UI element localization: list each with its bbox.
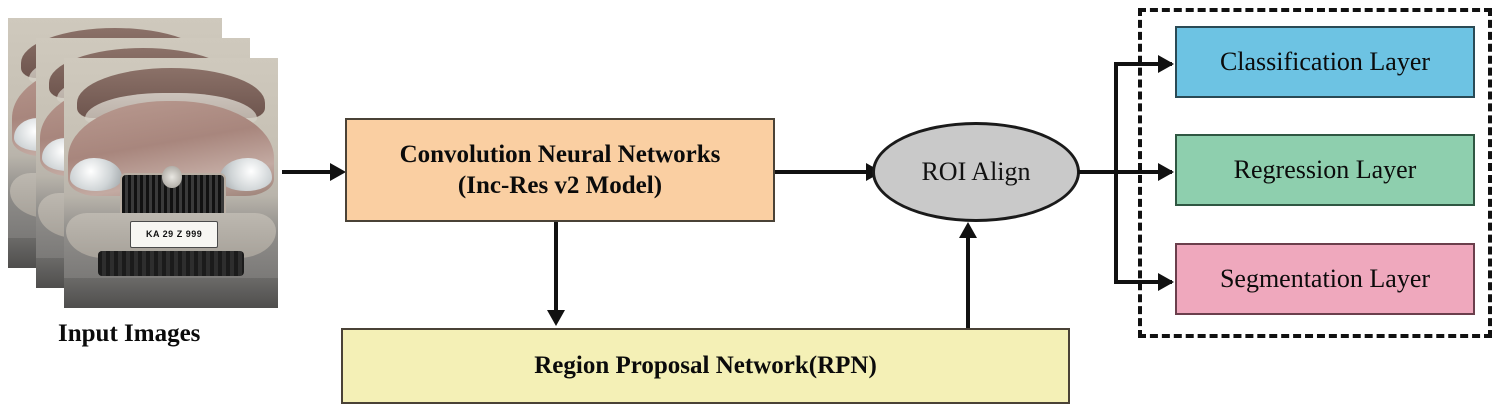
- arrow-rpn-to-roi-head: [959, 222, 977, 238]
- regression-layer-node[interactable]: Regression Layer: [1175, 134, 1475, 206]
- car-license-plate: KA 29 Z 999: [130, 220, 218, 248]
- cnn-node[interactable]: Convolution Neural Networks (Inc-Res v2 …: [345, 118, 775, 222]
- segmentation-layer-node[interactable]: Segmentation Layer: [1175, 243, 1475, 315]
- branch-to-regression-head: [1158, 163, 1174, 181]
- cnn-label-line1: Convolution Neural Networks: [399, 140, 721, 168]
- branch-to-segmentation-head: [1158, 273, 1174, 291]
- input-images-caption: Input Images: [58, 320, 201, 347]
- car-headlight-right: [220, 158, 272, 191]
- cnn-label-line2: (Inc-Res v2 Model): [457, 172, 663, 199]
- segmentation-layer-label: Segmentation Layer: [1219, 263, 1431, 293]
- rpn-label: Region Proposal Network(RPN): [534, 352, 877, 380]
- branch-to-classification-line: [1114, 62, 1172, 66]
- car-photo-scene: KA 29 Z 999: [64, 58, 278, 308]
- arrow-cnn-to-rpn-head: [547, 310, 565, 326]
- car-badge: [162, 165, 182, 188]
- roi-output-trunk: [1078, 170, 1118, 174]
- license-plate-text: KA 29 Z 999: [146, 229, 203, 239]
- input-image-stack: KA 29 Z 999 KA 29 Z 999: [8, 18, 278, 308]
- arrow-input-to-cnn-head: [330, 163, 346, 181]
- branch-to-segmentation-line: [1114, 280, 1172, 284]
- regression-layer-label: Regression Layer: [1233, 154, 1417, 184]
- roi-align-label: ROI Align: [921, 157, 1031, 186]
- input-photo-1: KA 29 Z 999: [64, 58, 278, 308]
- classification-layer-node[interactable]: Classification Layer: [1175, 26, 1475, 98]
- arrow-cnn-to-roi-line: [775, 170, 875, 174]
- cnn-label: Convolution Neural Networks (Inc-Res v2 …: [400, 139, 721, 202]
- road-surface: [64, 278, 278, 308]
- output-heads-container: [1138, 8, 1492, 338]
- arrow-rpn-to-roi-line: [966, 226, 970, 328]
- car-headlight-left: [70, 158, 122, 191]
- classification-layer-label: Classification Layer: [1219, 46, 1431, 76]
- arrow-input-to-cnn-line: [282, 170, 332, 174]
- roi-align-node[interactable]: ROI Align: [872, 122, 1080, 222]
- branch-to-classification-head: [1158, 55, 1174, 73]
- car-lower-grille: [98, 250, 244, 276]
- branch-to-regression-line: [1114, 170, 1172, 174]
- arrow-cnn-to-rpn-line: [554, 222, 558, 314]
- rpn-node[interactable]: Region Proposal Network(RPN): [341, 328, 1070, 404]
